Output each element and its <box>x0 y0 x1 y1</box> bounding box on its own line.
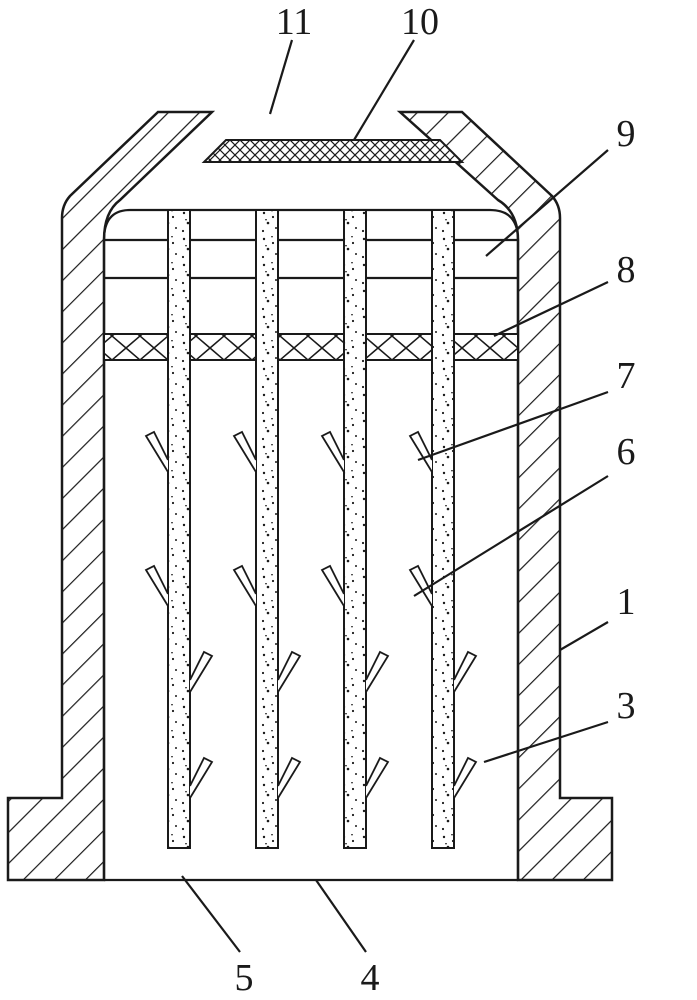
housing <box>8 112 612 880</box>
leader-4 <box>316 880 366 952</box>
fin-left-3-2 <box>322 566 344 606</box>
label-1: 1 <box>617 581 636 623</box>
label-11: 11 <box>276 1 313 43</box>
fin-right-3-2 <box>366 758 388 798</box>
fin-right-2-1 <box>278 652 300 692</box>
fin-right-4-1 <box>454 652 476 692</box>
label-10: 10 <box>401 1 439 43</box>
label-4: 4 <box>361 957 380 999</box>
top-mesh <box>204 140 462 162</box>
leader-11 <box>270 40 292 114</box>
rod-1 <box>168 210 190 848</box>
fin-left-1-2 <box>146 566 168 606</box>
label-3: 3 <box>617 685 636 727</box>
fin-left-3-1 <box>322 432 344 472</box>
fin-left-4-1 <box>410 432 432 472</box>
fin-left-2-1 <box>234 432 256 472</box>
leader-1 <box>560 622 608 650</box>
fin-left-2-2 <box>234 566 256 606</box>
fin-left-1-1 <box>146 432 168 472</box>
label-7: 7 <box>617 355 636 397</box>
leader-10 <box>354 40 414 140</box>
fin-right-1-2 <box>190 758 212 798</box>
fin-right-1-1 <box>190 652 212 692</box>
cavity-outline <box>104 210 518 880</box>
label-6: 6 <box>617 431 636 473</box>
label-8: 8 <box>617 249 636 291</box>
rod-4 <box>432 210 454 848</box>
label-9: 9 <box>617 113 636 155</box>
fin-right-4-2 <box>454 758 476 798</box>
rod-3 <box>344 210 366 848</box>
rod-2 <box>256 210 278 848</box>
rods-group <box>146 210 476 848</box>
mesh-layer <box>104 334 518 360</box>
fin-right-2-2 <box>278 758 300 798</box>
fin-right-3-1 <box>366 652 388 692</box>
label-5: 5 <box>235 957 254 999</box>
leader-5 <box>182 876 240 952</box>
